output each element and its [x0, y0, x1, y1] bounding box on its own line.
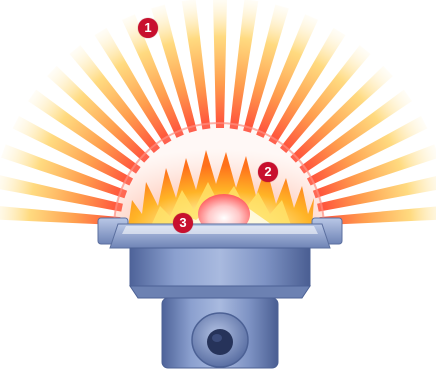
radiation-ray	[213, 0, 227, 128]
callout-1-badge: 1	[138, 18, 158, 38]
callout-3-badge: 3	[173, 213, 193, 233]
radiation-ray	[317, 174, 436, 211]
gas-inlet-port	[192, 313, 248, 367]
callout-2-badge: 2	[258, 162, 278, 182]
radiation-ray	[0, 174, 123, 211]
